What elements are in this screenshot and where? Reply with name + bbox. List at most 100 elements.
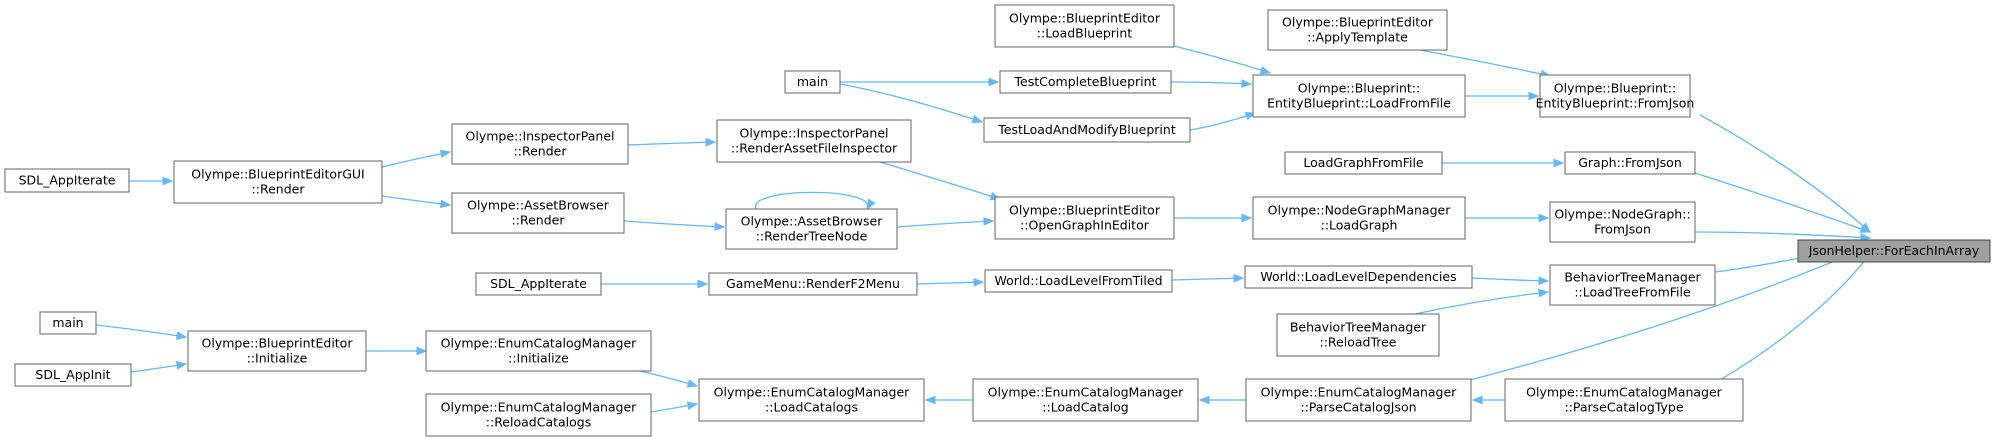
node-label: BehaviorTreeManager <box>1290 320 1427 335</box>
node-label: BehaviorTreeManager <box>1564 270 1701 285</box>
node-box <box>1244 265 1473 289</box>
edge-n10-to-n8 <box>1170 79 1253 88</box>
edges-layer <box>95 44 1876 413</box>
function-node[interactable]: SDL_AppIterate <box>4 168 130 193</box>
node-box <box>187 330 367 372</box>
node-box <box>999 70 1172 94</box>
node-box <box>698 378 925 422</box>
function-node[interactable]: Olympe::InspectorPanel::RenderAssetFileI… <box>716 119 912 163</box>
function-node[interactable]: Olympe::Blueprint::EntityBlueprint::Load… <box>1252 74 1466 118</box>
edge-arrowhead <box>983 217 995 226</box>
function-node[interactable]: main <box>784 70 841 94</box>
function-node[interactable]: Olympe::AssetBrowser::Render <box>451 192 625 234</box>
edge-n12-to-n10 <box>840 77 1000 87</box>
node-label: Olympe::EnumCatalogManager <box>441 400 638 415</box>
node-box <box>425 393 652 437</box>
edge-arrowhead <box>1538 276 1550 286</box>
function-node[interactable]: Olympe::AssetBrowser::RenderTreeNode <box>725 208 898 250</box>
node-box <box>39 311 97 335</box>
node-box <box>14 363 132 387</box>
edge-line <box>1169 44 1271 74</box>
function-node[interactable]: SDL_AppIterate <box>475 272 602 296</box>
node-label: Olympe::EnumCatalogManager <box>714 385 911 400</box>
edge-n32-to-n31 <box>95 324 188 340</box>
edge-line <box>1170 81 1252 85</box>
edge-n21-to-n20 <box>128 176 174 186</box>
node-label: ::Render <box>252 182 306 197</box>
node-label: Olympe::InspectorPanel <box>466 129 615 144</box>
node-box <box>716 119 912 163</box>
node-label: main <box>52 315 83 330</box>
function-node[interactable]: TestLoadAndModifyBlueprint <box>983 117 1191 143</box>
node-box <box>1276 313 1440 357</box>
function-node[interactable]: Olympe::NodeGraph::FromJson <box>1549 201 1696 243</box>
function-node[interactable]: World::LoadLevelFromTiled <box>984 269 1173 293</box>
edge-line <box>879 161 1001 200</box>
edge-n27-to-n28 <box>924 395 973 405</box>
edge-arrowhead <box>686 379 699 388</box>
function-node[interactable]: SDL_AppInit <box>14 363 132 387</box>
edge-line <box>1694 231 1871 239</box>
node-box <box>1267 9 1448 51</box>
function-node[interactable]: Olympe::BlueprintEditor::Initialize <box>187 330 367 372</box>
node-label: Olympe::BlueprintEditor <box>1282 15 1434 30</box>
edge-n17-to-n17 <box>755 191 876 211</box>
function-node[interactable]: Olympe::BlueprintEditorGUI::Render <box>173 160 383 204</box>
function-node[interactable]: Olympe::EnumCatalogManager::Initialize <box>425 330 652 372</box>
node-box <box>173 160 383 204</box>
edge-line <box>381 151 451 168</box>
node-label: Olympe::EnumCatalogManager <box>441 336 638 351</box>
function-node[interactable]: Olympe::EnumCatalogManager::LoadCatalog <box>972 378 1199 422</box>
node-box <box>475 272 602 296</box>
edge-n14-to-n3 <box>1465 213 1550 223</box>
edge-line <box>1171 277 1244 281</box>
node-label: ::Initialize <box>508 351 569 366</box>
node-label: ::Initialize <box>247 351 308 366</box>
edge-n29-to-n28 <box>639 370 699 388</box>
function-node[interactable]: TestCompleteBlueprint <box>999 70 1172 94</box>
function-node[interactable]: BehaviorTreeManager::LoadTreeFromFile <box>1549 264 1716 306</box>
function-node[interactable]: BehaviorTreeManager::ReloadTree <box>1276 313 1440 357</box>
function-node[interactable]: Olympe::EnumCatalogManager::LoadCatalogs <box>698 378 925 422</box>
node-box <box>1252 74 1466 118</box>
function-node[interactable]: Olympe::InspectorPanel::Render <box>451 123 629 165</box>
function-node[interactable]: Olympe::Blueprint::EntityBlueprint::From… <box>1536 74 1695 118</box>
function-node[interactable]: Olympe::BlueprintEditor::LoadBlueprint <box>994 4 1175 48</box>
node-label: Olympe::NodeGraphManager <box>1268 203 1452 218</box>
node-label: Olympe::EnumCatalogManager <box>1261 385 1458 400</box>
edge-line <box>627 141 716 146</box>
edge-n30-to-n28 <box>650 401 699 413</box>
edge-arrowhead <box>697 279 709 289</box>
function-node[interactable]: GameMenu::RenderF2Menu <box>708 272 918 296</box>
root-function-node[interactable]: JsonHelper::ForEachInArray <box>1797 239 1991 263</box>
function-node[interactable]: Olympe::NodeGraphManager::LoadGraph <box>1252 196 1466 240</box>
edge-n20-to-n19 <box>381 195 452 209</box>
edge-arrowhead <box>1553 158 1565 168</box>
node-label: Olympe::AssetBrowser <box>467 198 610 213</box>
node-box <box>708 272 918 296</box>
function-node[interactable]: Graph::FromJson <box>1564 151 1696 175</box>
edge-line <box>916 281 984 285</box>
function-node[interactable]: World::LoadLevelDependencies <box>1244 265 1473 289</box>
edge-arrowhead <box>686 401 699 410</box>
node-label: GameMenu::RenderF2Menu <box>726 276 900 291</box>
function-node[interactable]: Olympe::EnumCatalogManager::ParseCatalog… <box>1245 378 1472 422</box>
node-box <box>784 70 841 94</box>
function-node[interactable]: LoadGraphFromFile <box>1284 151 1443 175</box>
function-node[interactable]: Olympe::EnumCatalogManager::ParseCatalog… <box>1504 378 1744 422</box>
node-box <box>725 208 898 250</box>
edge-arrowhead <box>714 222 726 231</box>
node-label: ::ReloadTree <box>1320 335 1397 350</box>
node-label: ::LoadBlueprint <box>1037 26 1133 41</box>
function-node[interactable]: Olympe::EnumCatalogManager::ReloadCatalo… <box>425 393 652 437</box>
function-node[interactable]: Olympe::BlueprintEditor::OpenGraphInEdit… <box>994 196 1175 240</box>
function-node[interactable]: main <box>39 311 97 335</box>
node-label: Olympe::BlueprintEditorGUI <box>191 167 364 182</box>
node-label: Olympe::NodeGraph:: <box>1554 207 1690 222</box>
edge-arrowhead <box>440 199 452 209</box>
node-label: ::LoadCatalog <box>1042 400 1128 415</box>
function-node[interactable]: Olympe::BlueprintEditor::ApplyTemplate <box>1267 9 1448 51</box>
edge-line <box>623 220 725 228</box>
node-box <box>1284 151 1443 175</box>
node-label: EntityBlueprint::LoadFromFile <box>1267 96 1451 111</box>
